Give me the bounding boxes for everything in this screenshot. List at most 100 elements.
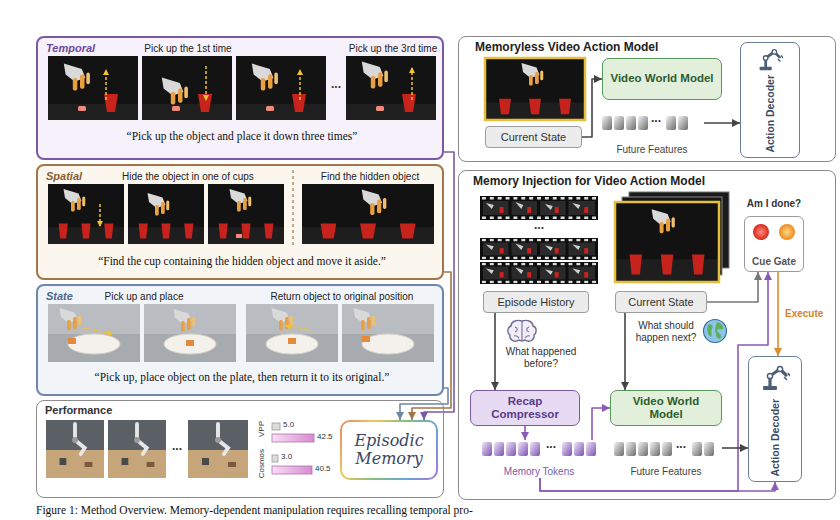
memory-badge-text: Episodic Memory [346,432,432,467]
task-panel-text: State [46,290,73,303]
task-panel-text: Find the hidden object [304,171,436,183]
decoder-box: Action Decoder [740,42,800,158]
results-panel-text: Performance [45,404,112,417]
results-panel: PerformanceEpisodic Memory [36,400,444,498]
connector [707,272,758,302]
decoder-box-text: Action Decoder [764,75,776,153]
illustration-part [614,442,624,456]
illustration-part [346,56,436,120]
connector [540,478,775,491]
ellipsis: ... [168,440,186,452]
token-group: Future Features [610,440,722,478]
state-label-text: Current State [628,296,693,308]
illustration-part [252,64,278,91]
task-panel-text: Hide the object in one of cups [78,171,298,183]
illustration-part [208,184,284,244]
illustration-part [411,68,413,100]
illustration-part [162,78,188,105]
illustration-part [704,442,714,456]
ellipsis: ... [328,78,344,90]
gate-outline: Cue Gate [744,216,804,272]
illustration-part [64,64,90,91]
illustration-part [302,184,434,244]
illustration-part [530,442,540,456]
illustration-part [46,420,104,478]
token-group-text: Future Features [616,143,687,156]
task-panel-text: “Pick up the object and place it down th… [42,129,442,143]
ellipsis: ... [672,438,690,450]
task-panel: SpatialHide the object in one of cupsFin… [36,164,444,280]
connector [722,447,748,449]
illustration-part [108,420,166,478]
illustration-part [626,442,636,456]
token-group-text: Memory Tokens [504,465,574,478]
illustration-part [508,320,536,341]
connector [400,388,448,420]
illustration-part [652,209,675,233]
connector [582,79,602,137]
model-box-text: Video World Model [617,395,715,421]
gate-box: Am I done?Cue Gate [744,194,804,272]
illustration-part [188,420,248,478]
illustration-part [678,116,688,130]
illustration-part [753,224,769,240]
illustration-part [36,36,444,160]
illustration-part [485,58,585,120]
illustration-part [286,326,312,330]
illustration-part [638,442,648,456]
illustration-part [562,442,572,456]
illustration-part [272,434,314,442]
illustration-part [205,66,207,100]
connector [524,426,526,440]
ellipsis: ... [648,112,664,124]
illustration-part [128,184,204,244]
ellipsis: ... [529,219,549,231]
memory-badge: Episodic Memory [340,420,438,480]
illustration-part [650,442,660,456]
illustration-part [779,224,795,240]
task-panel-text: Temporal [46,42,95,55]
task-panel-text: “Pick up, place object on the plate, the… [42,370,442,384]
illustration-part [36,284,444,396]
illustration-part [615,202,719,282]
illustration-part [64,189,86,212]
compressor-box: Recap Compressor [470,390,580,426]
illustration-part [760,50,783,70]
illustration-part [272,466,312,474]
illustration-part [144,304,236,362]
decoder-box-text: Action Decoder [769,399,781,477]
token-group-text: Future Features [630,465,701,478]
illustration-part [494,442,504,456]
illustration-part [615,202,719,282]
model-panel-text: Memoryless Video Action Model [475,40,658,54]
history-label: Episode History [483,291,589,313]
illustration-part [480,238,598,260]
illustration-part [36,164,444,280]
connector [777,272,779,356]
illustration-part [666,116,676,130]
connector [592,408,610,440]
axis-label: Cosmos [257,449,266,478]
value-label: 42.5 [317,432,333,442]
illustration-part [174,309,196,332]
illustration-part [68,338,76,344]
illustration-part [236,234,242,238]
illustration-part [662,442,672,456]
illustration-part [485,58,585,120]
decoder-box: Action Decoder [748,356,802,482]
state-label: Current State [485,126,582,148]
illustration-part [362,62,388,89]
ellipsis: ... [542,438,560,450]
illustration-part [626,116,636,130]
illustration-part [60,308,82,331]
illustration-part [272,455,278,462]
illustration-part [105,70,107,100]
illustration-part [48,56,138,120]
gate-box-text: Cue Gate [752,256,796,267]
illustration-part [99,204,101,226]
question-note: What happened before? [500,346,582,370]
illustration-part [506,442,516,456]
value-label: 5.0 [283,420,294,430]
illustration-part [236,56,326,120]
